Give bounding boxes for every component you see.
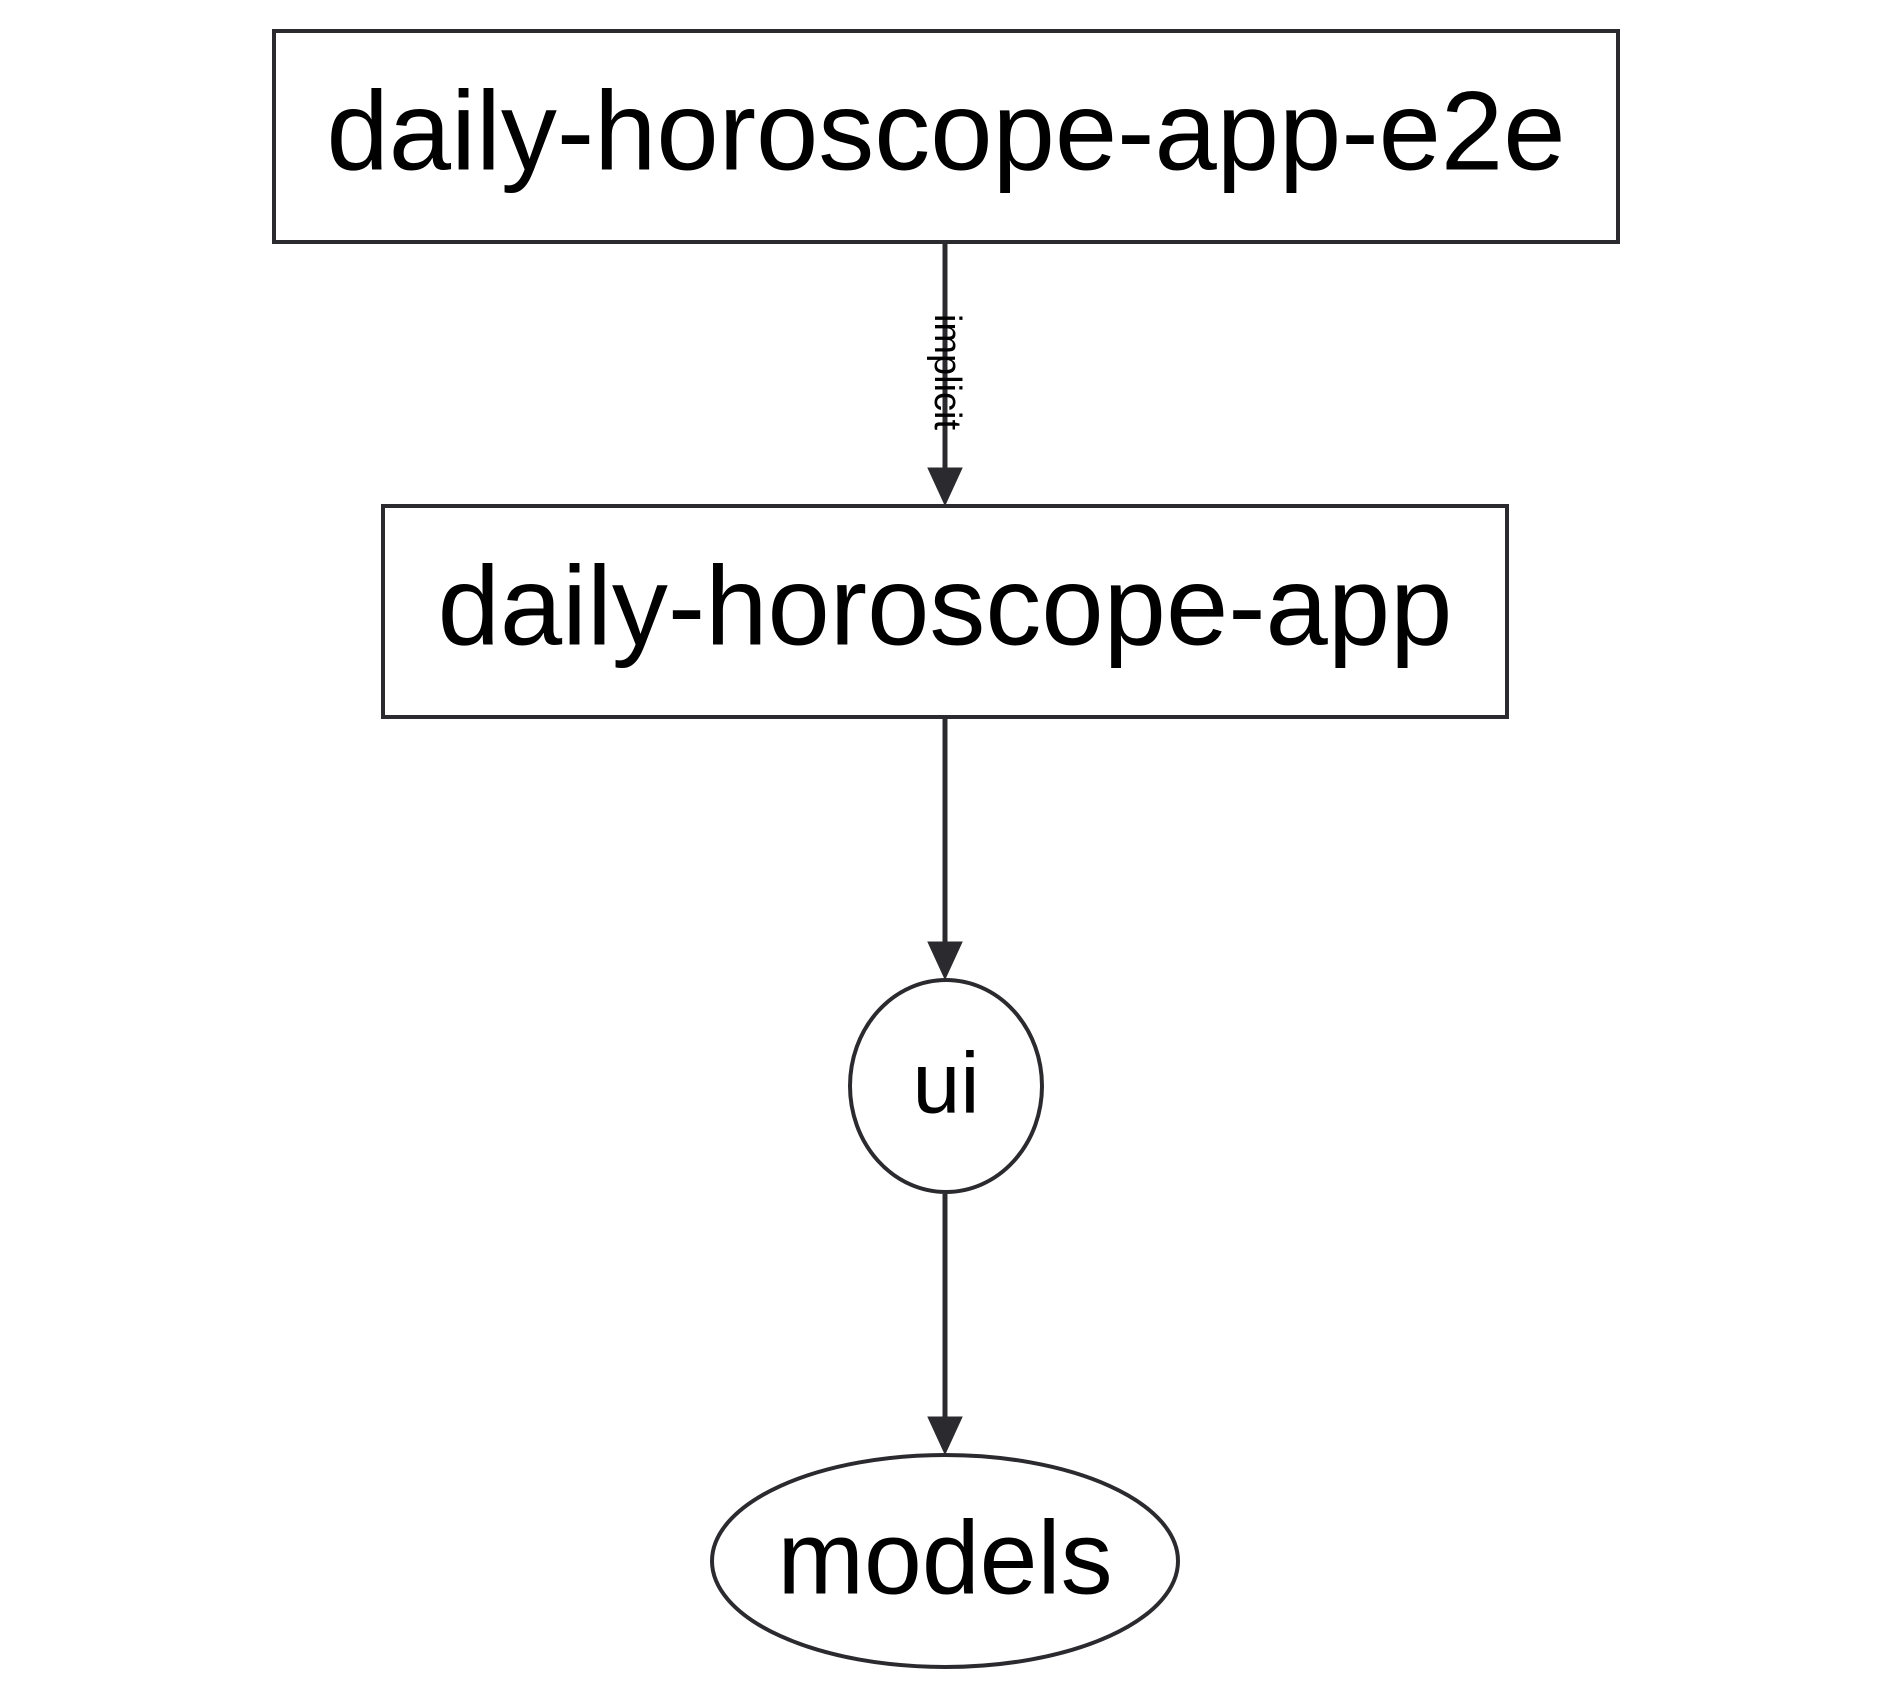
edge-ui-to-models-arrowhead <box>927 1416 963 1456</box>
node-models[interactable]: models <box>710 1453 1180 1669</box>
edge-e2e-to-app[interactable]: implicit <box>926 243 968 507</box>
node-daily-horoscope-app-shape <box>381 504 1509 719</box>
node-ui-shape <box>848 978 1044 1194</box>
node-daily-horoscope-app[interactable]: daily-horoscope-app <box>381 504 1509 719</box>
node-daily-horoscope-app-e2e-label: daily-horoscope-app-e2e <box>327 69 1566 194</box>
node-daily-horoscope-app-label: daily-horoscope-app <box>438 544 1453 669</box>
node-daily-horoscope-app-e2e-shape <box>272 29 1620 244</box>
node-ui[interactable]: ui <box>848 978 1044 1194</box>
edge-app-to-ui[interactable] <box>927 718 963 981</box>
edge-label-implicit: implicit <box>926 314 968 431</box>
node-daily-horoscope-app-e2e[interactable]: daily-horoscope-app-e2e <box>272 29 1620 244</box>
edge-ui-to-models[interactable] <box>927 1194 963 1456</box>
edge-app-to-ui-arrowhead <box>927 941 963 981</box>
node-models-shape <box>710 1453 1180 1669</box>
node-models-label: models <box>777 1500 1112 1616</box>
node-ui-label: ui <box>913 1036 980 1132</box>
edge-e2e-to-app-arrowhead <box>927 467 963 507</box>
